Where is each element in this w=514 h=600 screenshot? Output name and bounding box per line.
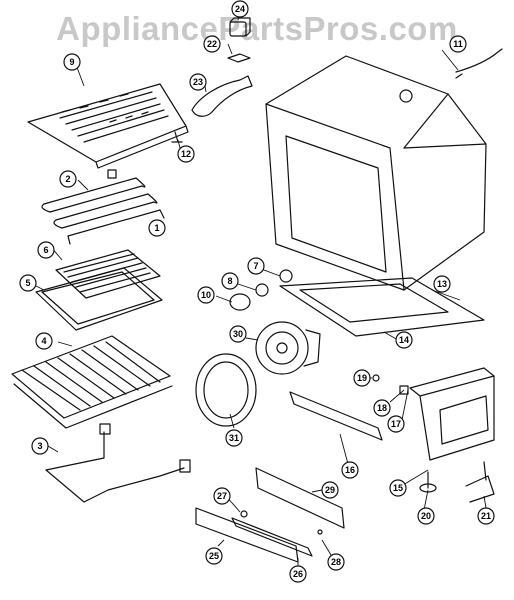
callout-25: 25 <box>205 547 223 565</box>
callout-10: 10 <box>197 286 215 304</box>
svg-text:1: 1 <box>154 223 159 233</box>
callout-19: 19 <box>353 369 371 387</box>
callout-17: 17 <box>387 415 405 433</box>
control-bracket <box>409 367 495 461</box>
callout-20: 20 <box>417 507 435 525</box>
svg-text:23: 23 <box>193 77 203 87</box>
svg-text:4: 4 <box>41 336 46 346</box>
svg-text:3: 3 <box>37 441 42 451</box>
callout-7: 7 <box>247 257 265 275</box>
callout-24: 24 <box>231 0 249 18</box>
callout-30: 30 <box>229 325 247 343</box>
callout-3: 3 <box>31 437 49 455</box>
svg-text:10: 10 <box>201 290 211 300</box>
svg-text:17: 17 <box>391 419 401 429</box>
svg-text:22: 22 <box>207 39 217 49</box>
callout-29: 29 <box>321 481 339 499</box>
svg-text:31: 31 <box>229 433 239 443</box>
callout-28: 28 <box>327 553 345 571</box>
svg-text:16: 16 <box>345 465 355 475</box>
lower-element <box>45 423 191 503</box>
callout-2: 2 <box>59 170 77 188</box>
callout-6: 6 <box>37 241 55 259</box>
svg-text:20: 20 <box>421 511 431 521</box>
svg-text:15: 15 <box>393 483 403 493</box>
callout-8: 8 <box>221 272 239 290</box>
svg-text:2: 2 <box>65 174 70 184</box>
bake-element <box>41 169 165 245</box>
bracket-16 <box>289 391 383 441</box>
leveling-leg <box>419 471 437 493</box>
callout-14: 14 <box>395 331 413 349</box>
svg-text:26: 26 <box>293 569 303 579</box>
bottom-panel <box>279 277 485 337</box>
svg-text:8: 8 <box>227 276 232 286</box>
svg-text:11: 11 <box>453 39 463 49</box>
callout-9: 9 <box>63 53 81 71</box>
svg-text:28: 28 <box>331 557 341 567</box>
callout-18: 18 <box>373 399 391 417</box>
svg-text:29: 29 <box>325 485 335 495</box>
convection-fan <box>255 321 321 375</box>
svg-text:27: 27 <box>217 491 227 501</box>
broiler-pan-insert <box>55 249 161 299</box>
svg-text:5: 5 <box>25 278 30 288</box>
svg-text:18: 18 <box>377 403 387 413</box>
callout-15: 15 <box>389 479 407 497</box>
callout-4: 4 <box>35 332 53 350</box>
bracket-parts-top <box>191 17 253 117</box>
oven-cavity <box>265 55 487 291</box>
callout-16: 16 <box>341 461 359 479</box>
svg-text:6: 6 <box>43 245 48 255</box>
heat-shield-panel <box>27 83 189 169</box>
wire-11 <box>455 48 503 79</box>
svg-text:30: 30 <box>233 329 243 339</box>
callout-12: 12 <box>177 145 195 163</box>
screw-19 <box>372 374 380 382</box>
callout-1: 1 <box>148 219 166 237</box>
watermark: AppliancePartsPros.com <box>56 10 458 47</box>
svg-text:12: 12 <box>181 149 191 159</box>
anti-tip-bracket <box>465 461 495 503</box>
callout-31: 31 <box>225 429 243 447</box>
svg-text:21: 21 <box>481 511 491 521</box>
oven-rack <box>11 335 173 429</box>
callout-13: 13 <box>433 275 451 293</box>
callout-labels: 1 2 3 4 5 6 7 8 9 10 11 12 13 14 15 16 1… <box>19 0 495 583</box>
broiler-pan <box>35 267 163 331</box>
callout-26: 26 <box>289 565 307 583</box>
screw-12 <box>171 131 183 143</box>
callout-5: 5 <box>19 274 37 292</box>
callout-21: 21 <box>477 507 495 525</box>
svg-text:25: 25 <box>209 551 219 561</box>
callout-11: 11 <box>449 35 467 53</box>
svg-text:24: 24 <box>235 4 245 14</box>
fan-cover <box>195 353 257 427</box>
svg-text:13: 13 <box>437 279 447 289</box>
trim-29 <box>255 467 345 529</box>
svg-text:14: 14 <box>399 335 409 345</box>
callout-27: 27 <box>213 487 231 505</box>
lamp-parts <box>229 269 293 311</box>
svg-text:19: 19 <box>357 373 367 383</box>
callout-22: 22 <box>203 35 221 53</box>
callout-23: 23 <box>189 73 207 91</box>
svg-text:7: 7 <box>253 261 258 271</box>
svg-text:9: 9 <box>69 57 74 67</box>
